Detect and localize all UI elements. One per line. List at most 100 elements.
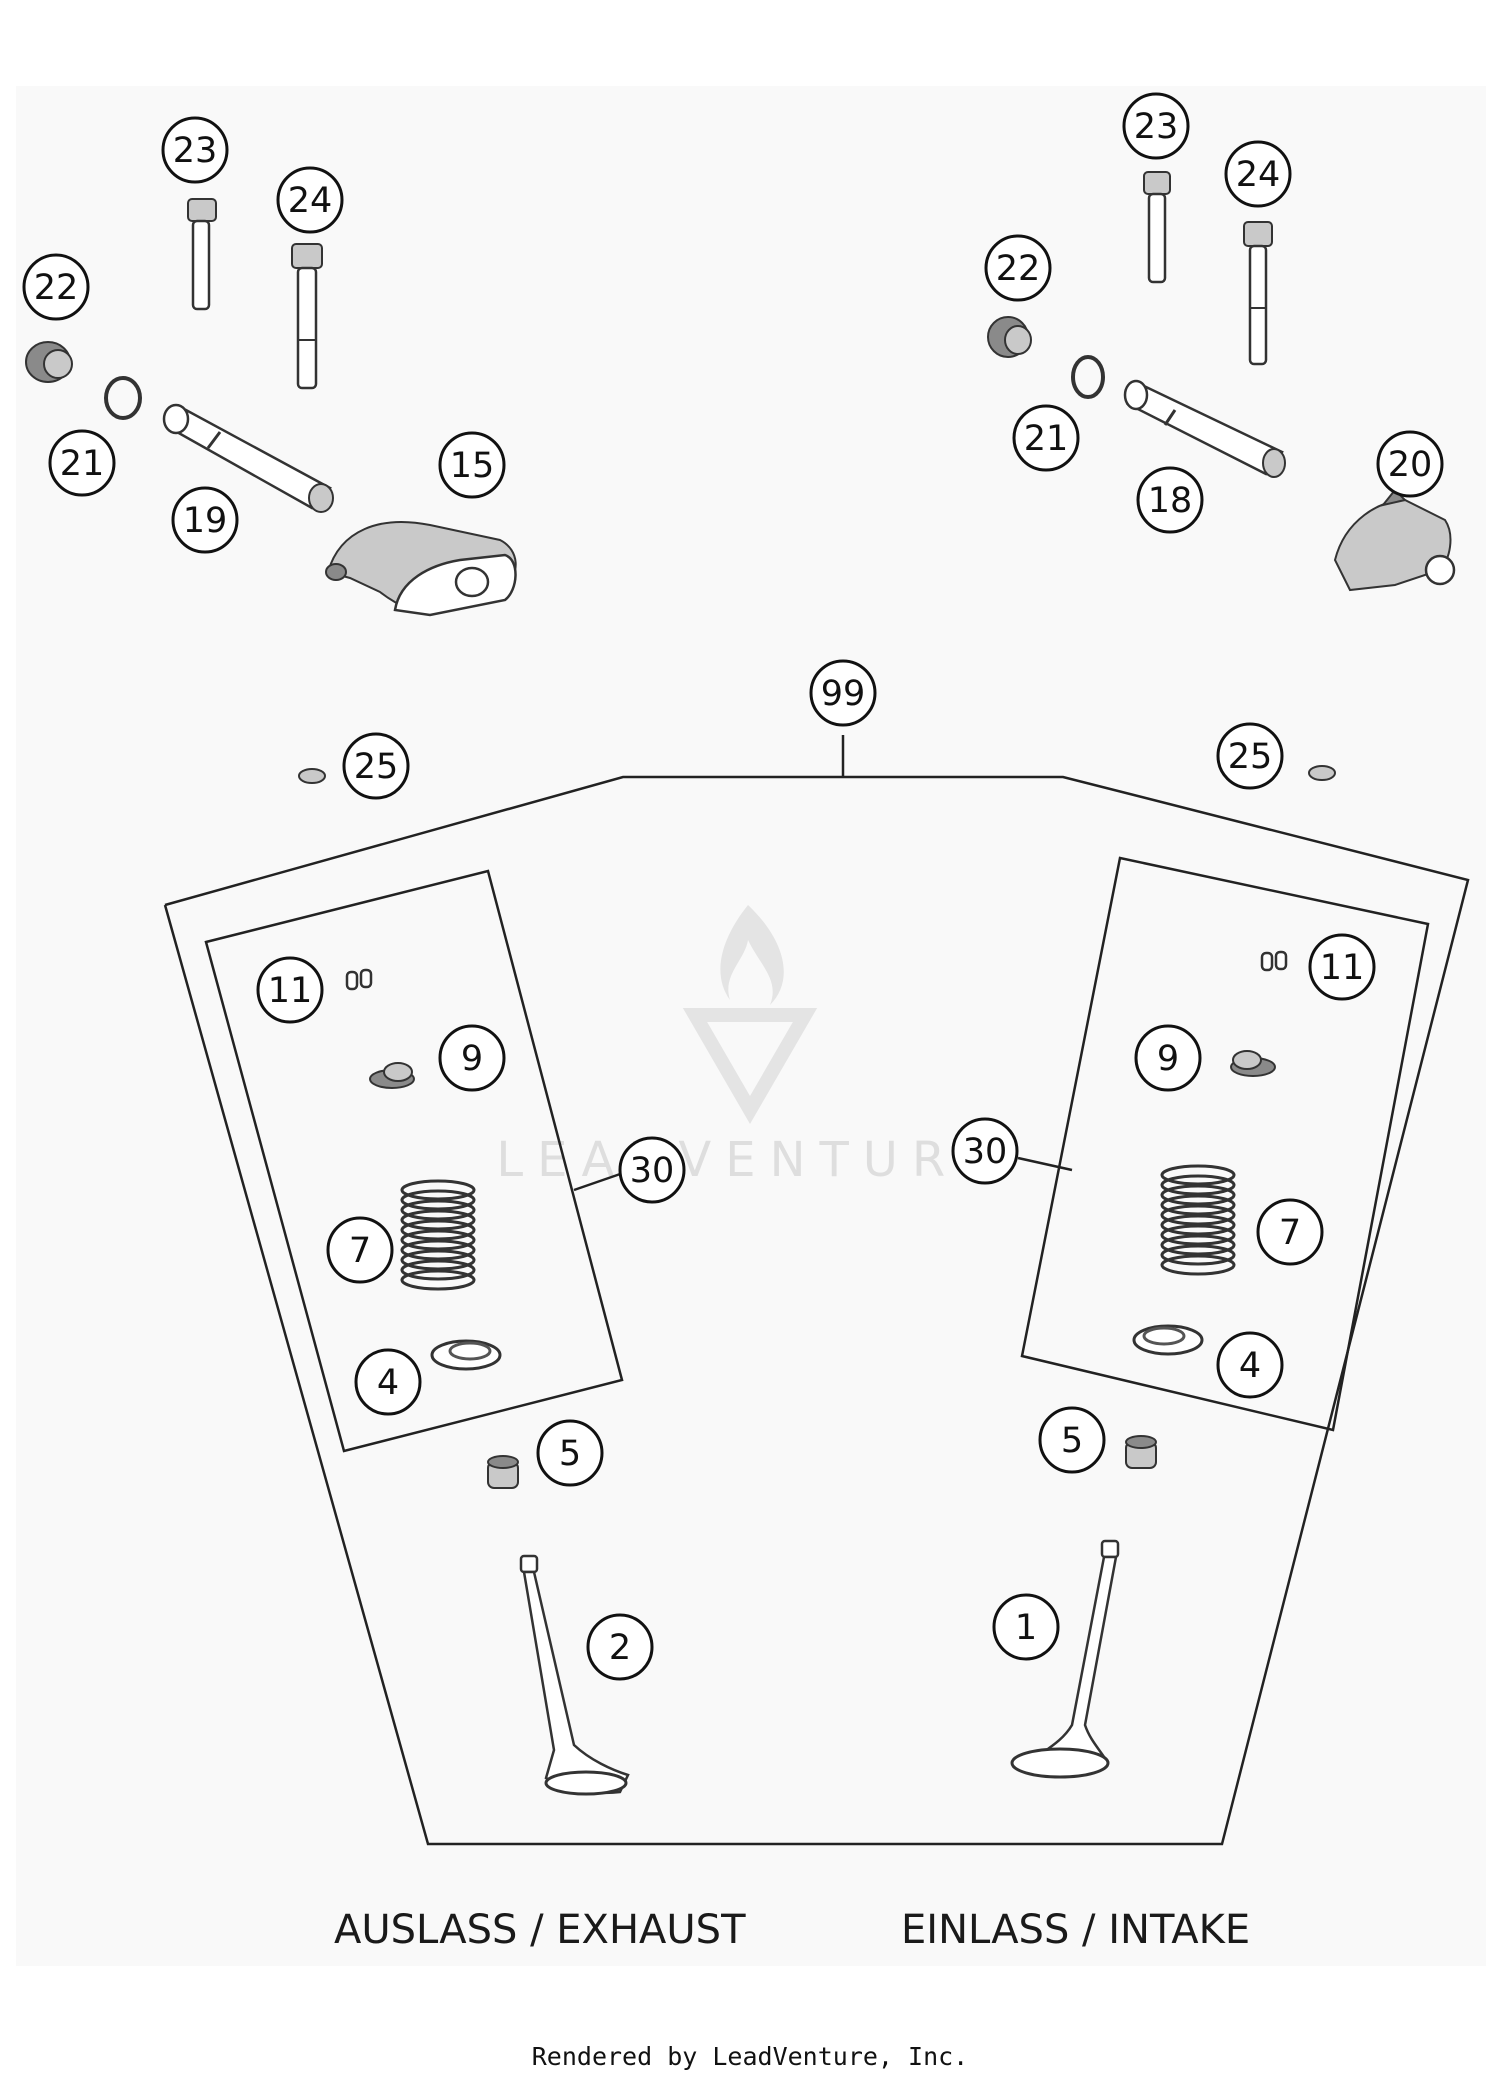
bolt-24-left	[291, 243, 323, 390]
callout-9-left: 9	[438, 1024, 506, 1092]
callout-9-right: 9	[1134, 1024, 1202, 1092]
leader-30-left	[573, 1170, 627, 1192]
callout-11-right: 11	[1308, 933, 1376, 1001]
callout-label: 25	[1228, 737, 1273, 777]
callout-label: 5	[1061, 1421, 1083, 1461]
callout-5-right: 5	[1038, 1406, 1106, 1474]
callout-circle	[326, 1216, 394, 1284]
spring-7-left	[400, 1179, 476, 1291]
callout-18: 18	[1136, 466, 1204, 534]
callout-label: 20	[1388, 445, 1433, 485]
callout-label: 21	[60, 444, 105, 484]
callout-circle	[1136, 466, 1204, 534]
callout-11-left: 11	[256, 956, 324, 1024]
diagram-panel	[16, 86, 1486, 1966]
callout-7-right: 7	[1256, 1198, 1324, 1266]
bolt-23-left	[187, 198, 217, 311]
shim-25-left	[298, 768, 326, 784]
callout-25-left: 25	[342, 732, 410, 800]
callout-19: 19	[171, 486, 239, 554]
spring-7-right	[1160, 1164, 1236, 1276]
callout-circle	[1122, 92, 1190, 160]
callout-24-right: 24	[1224, 140, 1292, 208]
callout-circle	[536, 1419, 604, 1487]
stem-seal-5-right	[1125, 1435, 1157, 1469]
callout-label: 25	[354, 747, 399, 787]
callout-23-right: 23	[1122, 92, 1190, 160]
callout-label: 1	[1015, 1608, 1037, 1648]
callout-circle	[276, 166, 344, 234]
callout-label: 22	[996, 249, 1041, 289]
spring-seat-4-right	[1132, 1324, 1204, 1356]
callout-2: 2	[586, 1613, 654, 1681]
callout-label: 9	[1157, 1039, 1179, 1079]
callout-21-left: 21	[48, 429, 116, 497]
callout-circle	[22, 253, 90, 321]
rocker-arm-20	[1333, 488, 1456, 592]
callout-circle	[1216, 1331, 1284, 1399]
plug-22-right	[987, 316, 1032, 358]
rocker-arm-15	[325, 521, 517, 617]
callout-circle	[438, 431, 506, 499]
stem-seal-5-left	[487, 1455, 519, 1489]
keepers-11-left	[345, 968, 373, 991]
callout-21-right: 21	[1012, 404, 1080, 472]
caption-intake: EINLASS / INTAKE	[901, 1907, 1251, 1953]
plug-22-left	[25, 341, 73, 383]
callout-1: 1	[992, 1593, 1060, 1661]
callout-circle	[618, 1136, 686, 1204]
callout-15: 15	[438, 431, 506, 499]
callout-circle	[586, 1613, 654, 1681]
callout-label: 21	[1024, 419, 1069, 459]
shim-25-right	[1308, 765, 1336, 781]
callout-label: 99	[821, 674, 866, 714]
callout-circle	[1012, 404, 1080, 472]
callout-circle	[992, 1593, 1060, 1661]
callout-label: 2	[609, 1628, 631, 1668]
callout-label: 23	[173, 131, 218, 171]
callout-circle	[256, 956, 324, 1024]
callout-circle	[1376, 430, 1444, 498]
callout-7-left: 7	[326, 1216, 394, 1284]
callout-label: 23	[1134, 107, 1179, 147]
callout-circle	[48, 429, 116, 497]
callout-label: 7	[349, 1231, 371, 1271]
leader-30-right	[1017, 1156, 1073, 1172]
callout-label: 9	[461, 1039, 483, 1079]
footer-rendered-by: Rendered by LeadVenture, Inc.	[531, 2042, 969, 2071]
callout-25-right: 25	[1216, 722, 1284, 790]
spring-seat-4-left	[430, 1339, 502, 1371]
callout-circle	[984, 234, 1052, 302]
callout-circle	[951, 1117, 1019, 1185]
callout-label: 4	[1239, 1346, 1261, 1386]
callout-4-left: 4	[354, 1348, 422, 1416]
callout-circle	[438, 1024, 506, 1092]
callout-label: 24	[288, 181, 333, 221]
callout-circle	[354, 1348, 422, 1416]
callout-circle	[161, 116, 229, 184]
oring-21-right	[1071, 355, 1105, 399]
callout-30-left: 30	[618, 1136, 686, 1204]
retainer-9-right	[1230, 1050, 1276, 1077]
callout-circle	[342, 732, 410, 800]
keepers-11-right	[1260, 950, 1288, 972]
callout-5-left: 5	[536, 1419, 604, 1487]
callout-circle	[1038, 1406, 1106, 1474]
watermark-text: LEADVENTURE	[496, 1132, 1003, 1188]
callout-label: 5	[559, 1434, 581, 1474]
shaft-19	[162, 403, 334, 513]
callout-label: 4	[377, 1363, 399, 1403]
bolt-23-right	[1143, 171, 1171, 284]
leadventure-watermark: LEADVENTURE	[496, 905, 1003, 1188]
callout-label: 11	[268, 971, 313, 1011]
callout-23-left: 23	[161, 116, 229, 184]
kit-30-right-outline	[1020, 856, 1430, 1432]
callout-22-left: 22	[22, 253, 90, 321]
callout-label: 7	[1279, 1213, 1301, 1253]
callout-label: 19	[183, 501, 228, 541]
kit-99-outline	[163, 775, 1470, 1846]
callout-circle	[1216, 722, 1284, 790]
